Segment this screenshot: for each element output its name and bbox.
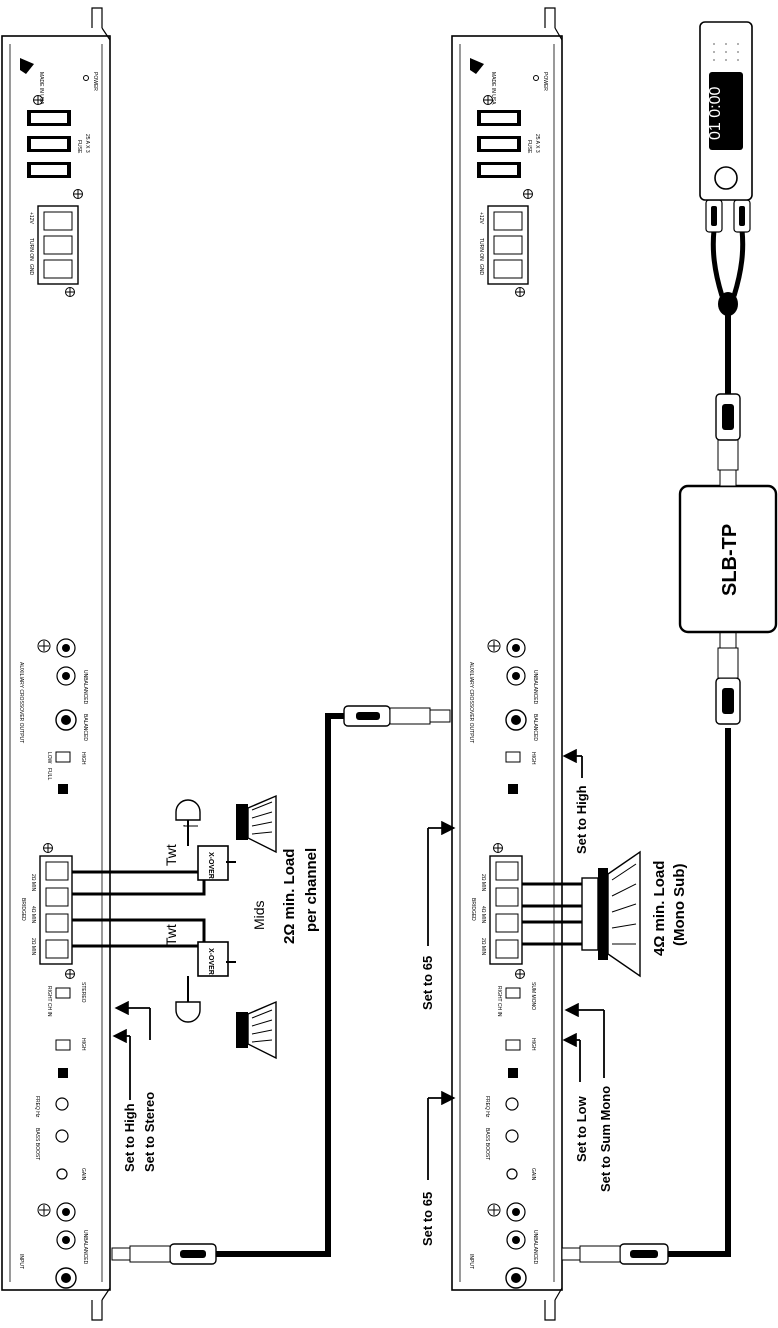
svg-text:25 A X 3: 25 A X 3 [84,134,90,153]
svg-text:FREQ Hz: FREQ Hz [34,1096,40,1118]
set-stereo-label: Set to Stereo [142,1092,157,1172]
top-amp-annotations: Set to High Set to Stereo X-OVER X-OVER … [72,705,451,1265]
svg-text:POWER: POWER [542,72,548,91]
fuse-block: FUSE 25 A X 3 [27,95,90,199]
tweeter-icon [175,799,201,846]
module-label: SLB-TP [719,524,741,596]
svg-text:2Ω MIN: 2Ω MIN [480,874,486,891]
fuse-block: FUSE 25 A X 3 [477,95,540,199]
load-label-line1: 2Ω min. Load [281,849,298,944]
rca-plug-icon [561,1243,669,1265]
svg-text:RIGHT CH IN: RIGHT CH IN [46,986,52,1017]
top-amplifier: MADE IN USA POWER FUSE 25 A X 3 +12V TUR… [1,7,111,1321]
svg-text:HIGH: HIGH [530,1038,536,1051]
svg-text:+12V: +12V [478,212,484,224]
svg-text:Mids: Mids [251,900,267,930]
rca-plug-icon [343,705,451,727]
svg-text:GAIN: GAIN [80,1168,86,1181]
speaker-terminals: 2Ω MIN 4Ω MIN 2Ω MIN BRIDGED [20,843,75,979]
svg-text:UNBALANCED: UNBALANCED [532,1230,538,1265]
svg-text:BASS BOOST: BASS BOOST [484,1128,490,1160]
svg-text:TURN ON: TURN ON [28,238,34,261]
svg-text:AUXILIARY CROSSOVER OUTPUT: AUXILIARY CROSSOVER OUTPUT [18,662,24,743]
svg-text:2Ω MIN: 2Ω MIN [480,938,486,955]
svg-text:UNBALANCED: UNBALANCED [82,670,88,705]
svg-text:BASS BOOST: BASS BOOST [34,1128,40,1160]
svg-text:BRIDGED: BRIDGED [470,898,476,921]
bottom-amplifier: MADE IN USA POWER FUSE 25 A X 3 +12V TUR… [451,7,563,1321]
svg-text:RIGHT CH IN: RIGHT CH IN [496,986,502,1017]
device-button [714,166,738,190]
svg-text:2Ω MIN: 2Ω MIN [30,874,36,891]
svg-text:INPUT: INPUT [468,1254,474,1269]
svg-text:TURN ON: TURN ON [478,238,484,261]
set-high-label: Set to High [574,785,589,854]
svg-text:2Ω MIN: 2Ω MIN [30,938,36,955]
svg-text:LOW: LOW [46,752,52,764]
source-device: 01 0:00 [699,21,753,201]
svg-text:HIGH: HIGH [80,1038,86,1051]
svg-text:FREQ Hz: FREQ Hz [484,1096,490,1118]
aux-output-section: AUXILIARY CROSSOVER OUTPUT UNBALANCED BA… [18,638,88,794]
power-terminals: +12V TURN ON GND [28,205,79,297]
svg-text:HIGH: HIGH [80,752,86,765]
set-65-label-a: Set to 65 [420,956,435,1010]
bottom-amp-annotations: Set to 65 Set to 65 Set to High Set to L… [420,728,731,1265]
power-led [533,75,539,81]
device-display [709,72,743,150]
svg-text:FUSE: FUSE [526,140,532,154]
svg-text:MADE IN USA: MADE IN USA [490,72,496,105]
y-splitter [718,292,738,316]
subwoofer-icon [581,850,641,978]
power-terminals: +12V TURN ON GND [478,205,529,297]
tweeter-icon [175,976,201,1023]
svg-text:SUM MONO: SUM MONO [530,982,536,1010]
sub-load-line1: 4Ω min. Load [651,861,668,956]
set-sum-mono-label: Set to Sum Mono [598,1086,613,1192]
svg-text:MADE IN USA: MADE IN USA [38,72,44,105]
speaker-terminals: 2Ω MIN 4Ω MIN 2Ω MIN BRIDGED [470,843,525,979]
svg-text:GND: GND [28,264,34,276]
svg-text:BRIDGED: BRIDGED [20,898,26,921]
svg-text:INPUT: INPUT [18,1254,24,1269]
aux-output-section: AUXILIARY CROSSOVER OUTPUT UNBALANCED BA… [468,638,538,794]
set-65-label-b: Set to 65 [420,1192,435,1246]
svg-text:AUXILIARY CROSSOVER OUTPUT: AUXILIARY CROSSOVER OUTPUT [468,662,474,743]
power-led [83,75,89,81]
slb-tp-chain: SLB-TP 01 0:00 [678,21,778,725]
svg-text:25 A X 3: 25 A X 3 [534,134,540,153]
svg-text:BALANCED: BALANCED [82,714,88,741]
svg-text:GAIN: GAIN [530,1168,536,1181]
svg-text:STEREO: STEREO [80,982,86,1003]
rca-plug-icon [111,1243,217,1265]
display-time: 01 0:00 [707,87,724,140]
sub-load-line2: (Mono Sub) [671,864,688,946]
svg-text:Twt: Twt [163,924,179,946]
xover-box-b [197,941,229,977]
svg-text:X-OVER: X-OVER [207,948,214,975]
load-label-line2: per channel [303,848,320,932]
svg-text:UNBALANCED: UNBALANCED [82,1230,88,1265]
brand-logo: MADE IN USA [470,58,496,105]
brand-logo: MADE IN USA [20,58,44,105]
set-high-label: Set to High [122,1103,137,1172]
svg-text:FUSE: FUSE [76,140,82,154]
svg-text:Twt: Twt [163,844,179,866]
midrange-speaker-icon [226,961,277,1060]
svg-text:BALANCED: BALANCED [532,714,538,741]
set-low-label: Set to Low [574,1095,589,1162]
svg-text:FULL: FULL [46,768,52,780]
svg-text:4Ω MIN: 4Ω MIN [30,906,36,923]
svg-text:GND: GND [478,264,484,276]
xover-box-a [197,845,229,881]
svg-text:HIGH: HIGH [530,752,536,765]
svg-text:X-OVER: X-OVER [207,852,214,879]
svg-text:4Ω MIN: 4Ω MIN [480,906,486,923]
svg-text:+12V: +12V [28,212,34,224]
midrange-speaker-icon [226,794,277,863]
svg-text:UNBALANCED: UNBALANCED [532,670,538,705]
svg-text:POWER: POWER [92,72,98,91]
